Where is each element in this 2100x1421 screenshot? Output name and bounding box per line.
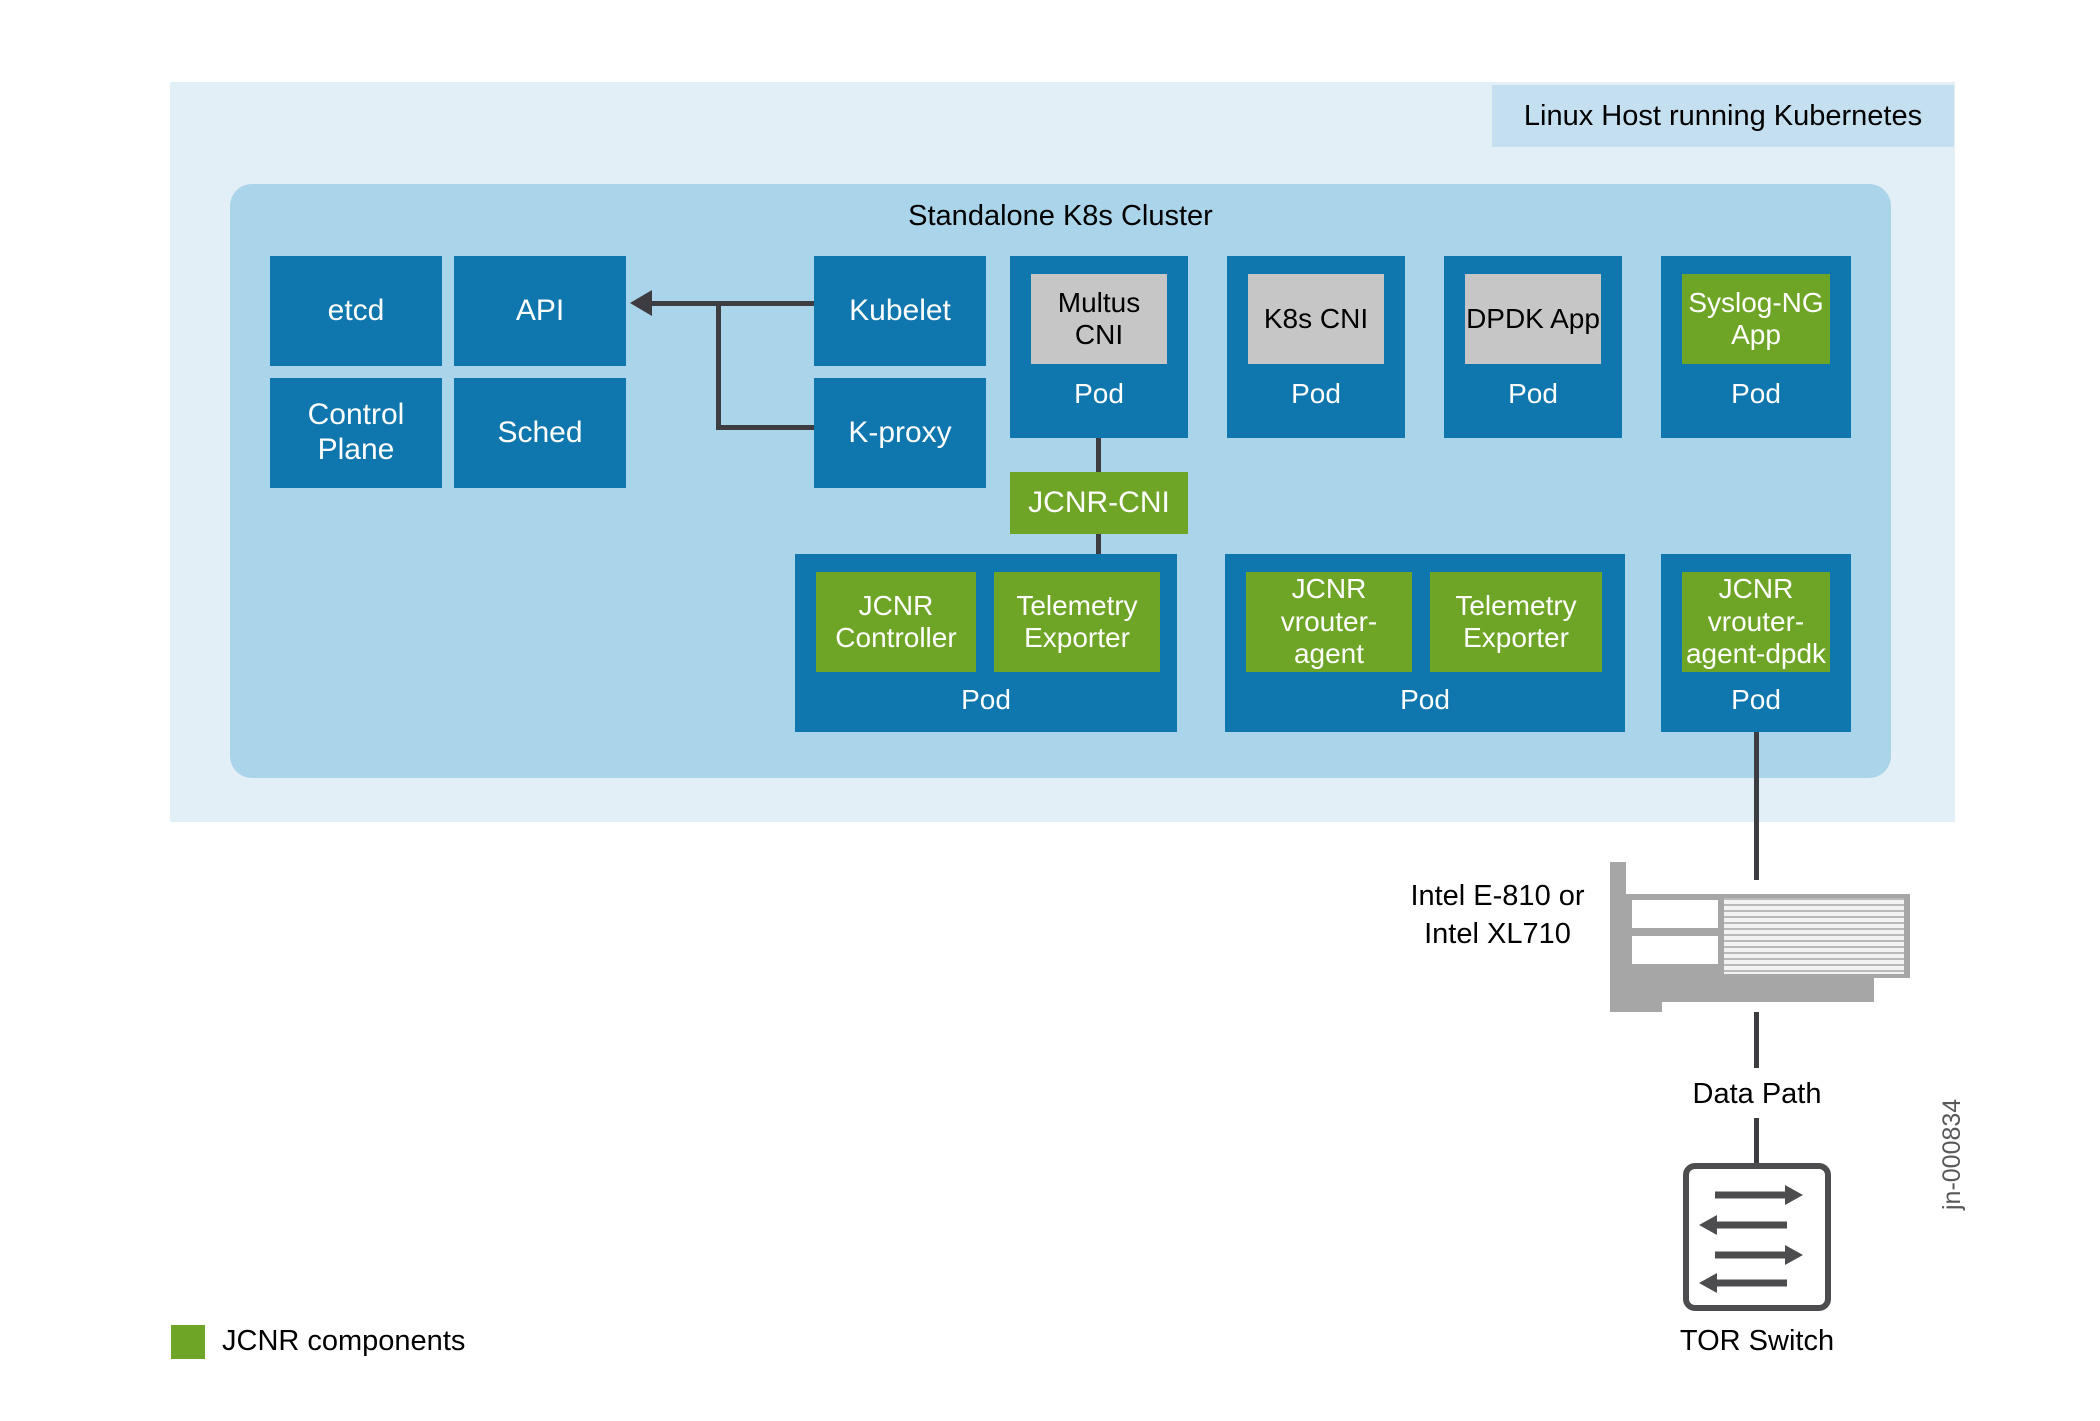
- nic-label: Intel E-810 or Intel XL710: [1410, 880, 1585, 950]
- pod-caption: Pod: [1731, 684, 1781, 715]
- pod-jcnr-controller[interactable]: JCNR Controller Telemetry Exporter Pod: [795, 554, 1177, 732]
- tor-switch-icon: [1683, 1163, 1831, 1311]
- pod-caption: Pod: [1400, 684, 1450, 715]
- pod-caption: Pod: [1731, 378, 1781, 409]
- component-jcnr-controller[interactable]: JCNR Controller: [816, 572, 976, 672]
- pod-k8s-cni[interactable]: K8s CNI Pod: [1227, 256, 1405, 438]
- cluster-title: Standalone K8s Cluster: [908, 200, 1213, 232]
- component-multus-cni[interactable]: Multus CNI: [1031, 274, 1167, 364]
- nic-port-lower: [1632, 936, 1718, 964]
- pod-caption: Pod: [1508, 378, 1558, 409]
- component-telemetry-exporter[interactable]: Telemetry Exporter: [1430, 572, 1602, 672]
- pod-caption: Pod: [1291, 378, 1341, 409]
- component-telemetry-exporter[interactable]: Telemetry Exporter: [994, 572, 1160, 672]
- linux-host-title: Linux Host running Kubernetes: [1492, 85, 1954, 147]
- component-syslog-ng-app[interactable]: Syslog-NG App: [1682, 274, 1830, 364]
- node-k-proxy[interactable]: K-proxy: [814, 378, 986, 488]
- component-jcnr-vrouter-agent[interactable]: JCNR vrouter-agent: [1246, 572, 1412, 672]
- nic-bracket: [1610, 862, 1626, 1012]
- arrowhead-api-icon: [630, 290, 652, 316]
- pod-caption: Pod: [1074, 378, 1124, 409]
- node-sched[interactable]: Sched: [454, 378, 626, 488]
- data-path-label: Data Path: [1692, 1078, 1822, 1110]
- component-k8s-cni[interactable]: K8s CNI: [1248, 274, 1384, 364]
- component-dpdk-app[interactable]: DPDK App: [1465, 274, 1601, 364]
- figure-id-watermark: jn-000834: [1938, 1098, 1966, 1210]
- nic-tab-three: [1714, 978, 1728, 994]
- pod-syslog-ng-app[interactable]: Syslog-NG App Pod: [1661, 256, 1851, 438]
- connector-kproxy-to-api: [716, 425, 814, 430]
- connector-kubelet-to-api: [648, 301, 814, 306]
- nic-edge-connector: [1626, 978, 1874, 1002]
- nic-card-icon: [1610, 862, 1910, 1012]
- legend-color-swatch: [171, 1325, 205, 1359]
- tor-switch-label: TOR Switch: [1679, 1325, 1835, 1357]
- connector-datapath-to-tor: [1754, 1118, 1759, 1163]
- node-kubelet[interactable]: Kubelet: [814, 256, 986, 366]
- connector-jcnr-cni-to-controller-pod: [1096, 534, 1101, 554]
- nic-heatsink: [1724, 898, 1904, 974]
- connector-pod-to-nic: [1754, 732, 1759, 880]
- connector-multus-to-jcnr-cni: [1096, 438, 1101, 472]
- nic-port-upper: [1632, 900, 1718, 928]
- pod-caption: Pod: [961, 684, 1011, 715]
- nic-tab-one: [1626, 978, 1662, 1012]
- tor-switch-arrows-icon: [1699, 1185, 1803, 1293]
- nic-tab-two: [1682, 978, 1704, 1000]
- connector-nic-to-datapath: [1754, 1012, 1759, 1068]
- pod-dpdk-app[interactable]: DPDK App Pod: [1444, 256, 1622, 438]
- component-jcnr-vrouter-agent-dpdk[interactable]: JCNR vrouter-agent-dpdk: [1682, 572, 1830, 672]
- connector-kproxy-riser: [716, 301, 721, 429]
- pod-jcnr-vrouter-agent-dpdk[interactable]: JCNR vrouter-agent-dpdk Pod: [1661, 554, 1851, 732]
- node-control-plane[interactable]: Control Plane: [270, 378, 442, 488]
- pod-jcnr-vrouter-agent[interactable]: JCNR vrouter-agent Telemetry Exporter Po…: [1225, 554, 1625, 732]
- node-api[interactable]: API: [454, 256, 626, 366]
- pod-multus-cni[interactable]: Multus CNI Pod: [1010, 256, 1188, 438]
- legend-label: JCNR components: [222, 1325, 466, 1357]
- node-etcd[interactable]: etcd: [270, 256, 442, 366]
- node-jcnr-cni[interactable]: JCNR-CNI: [1010, 472, 1188, 534]
